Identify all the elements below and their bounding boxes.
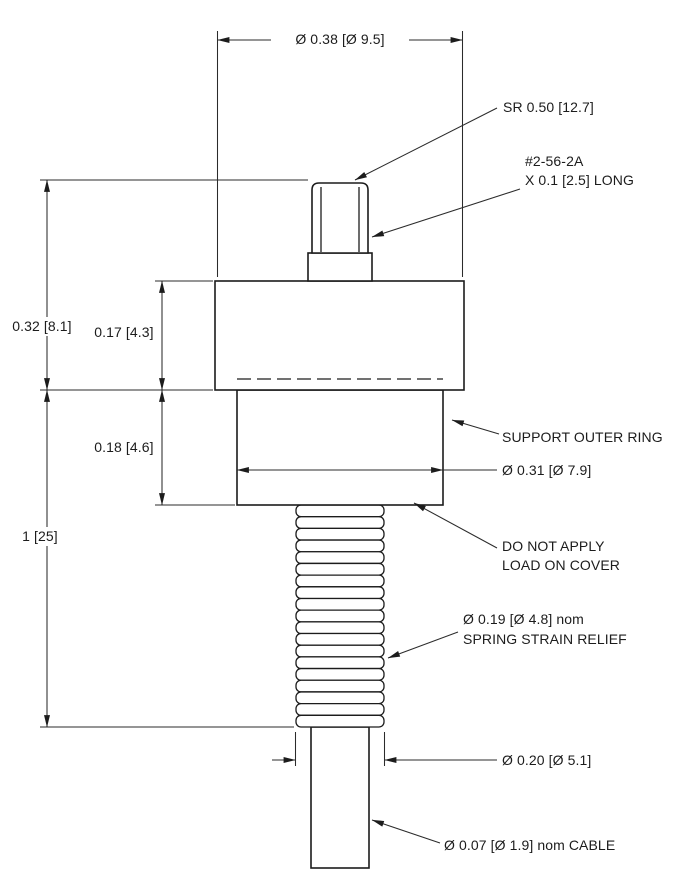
spring-rib [295,702,385,716]
spring-rib [295,562,385,576]
extension-lines [40,31,464,766]
spring-rib [295,609,385,623]
spring-rib [295,621,385,635]
part-collar [307,252,373,282]
spring-strain-relief [295,504,385,728]
label-no-load-line2: LOAD ON COVER [502,557,620,573]
label-spherical-radius: SR 0.50 [12.7] [503,99,594,115]
leader-spherical-radius [354,107,498,181]
spring-rib [295,679,385,693]
label-support-outer-ring: SUPPORT OUTER RING [502,429,663,445]
label-no-load-line1: DO NOT APPLY [502,538,605,554]
label-body-height: 0.17 [4.3] [94,324,153,340]
leader-lines [354,107,521,844]
part-cable [310,726,370,869]
part-cover [236,389,444,506]
spring-rib [295,691,385,705]
label-cable: Ø 0.07 [Ø 1.9] nom CABLE [444,837,615,853]
leader-thread-spec [371,188,521,238]
spring-rib [295,551,385,565]
spring-rib [295,714,385,728]
label-spring-base-diameter: Ø 0.20 [Ø 5.1] [502,752,591,768]
label-thread-spec-line2: X 0.1 [2.5] LONG [525,172,634,188]
label-background-overall-height [7,317,78,336]
leader-no-load [413,502,498,549]
label-spring-relief-line1: Ø 0.19 [Ø 4.8] nom [463,611,584,627]
spring-rib [295,539,385,553]
part-geometry [214,182,465,869]
label-overall-height: 0.32 [8.1] [12,318,71,334]
label-backgrounds [7,29,409,546]
label-background-lower-length [18,527,63,546]
label-background-top-diameter [271,29,409,49]
leader-spring-relief [387,631,459,659]
label-cover-diameter: Ø 0.31 [Ø 7.9] [502,462,591,478]
label-thread-spec-line1: #2-56-2A [525,153,584,169]
spring-rib [295,597,385,611]
label-cover-height: 0.18 [4.6] [94,439,153,455]
leader-support-outer-ring [451,419,500,435]
spring-rib [295,516,385,530]
part-body [214,280,465,391]
part-threaded-stud [311,182,369,254]
label-top-diameter: Ø 0.38 [Ø 9.5] [295,31,384,47]
label-spring-relief-line2: SPRING STRAIN RELIEF [463,631,627,647]
label-lower-length: 1 [25] [22,528,58,544]
spring-rib [295,586,385,600]
spring-rib [295,656,385,670]
spring-rib [295,632,385,646]
spring-rib [295,574,385,588]
spring-rib [295,504,385,518]
leader-cable [371,819,441,844]
spring-rib [295,644,385,658]
labels: Ø 0.38 [Ø 9.5] SR 0.50 [12.7] #2-56-2A X… [12,31,662,853]
spring-rib [295,527,385,541]
spring-rib [295,667,385,681]
